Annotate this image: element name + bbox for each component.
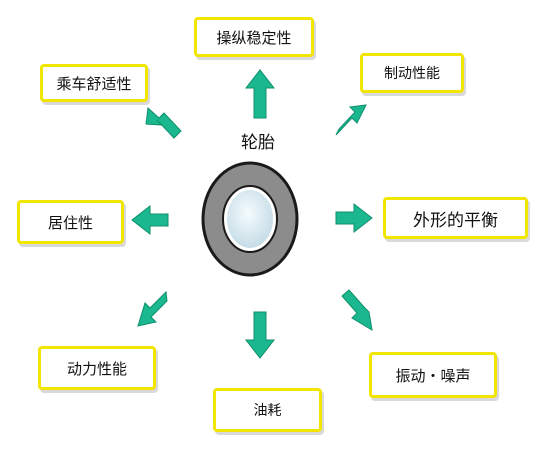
center-label: 轮胎 — [241, 133, 275, 153]
node-habitability: 居住性 — [17, 200, 124, 244]
node-label: 乘车舒适性 — [56, 74, 132, 93]
node-label: 制动性能 — [384, 66, 440, 82]
arrow-left-icon — [131, 204, 169, 236]
arrow-down-right-icon — [341, 289, 373, 331]
arrow-up-left-icon — [145, 106, 182, 139]
node-label: 油耗 — [253, 403, 282, 419]
node-appearance-balance: 外形的平衡 — [383, 197, 528, 239]
tire-icon — [201, 161, 299, 277]
node-label: 动力性能 — [66, 359, 127, 378]
node-label: 振动・噪声 — [395, 366, 471, 385]
node-fuel-consumption: 油耗 — [213, 388, 322, 432]
arrow-down-icon — [244, 311, 276, 359]
arrow-down-left-icon — [137, 290, 168, 327]
node-handling-stability: 操纵稳定性 — [194, 17, 314, 57]
node-power-performance: 动力性能 — [38, 346, 156, 390]
node-label: 操纵稳定性 — [216, 28, 292, 47]
node-label: 居住性 — [47, 213, 93, 232]
node-ride-comfort: 乘车舒适性 — [40, 64, 148, 102]
arrow-right-icon — [335, 202, 373, 234]
node-braking-performance: 制动性能 — [360, 53, 464, 93]
arrow-up-icon — [244, 69, 276, 119]
node-label: 外形的平衡 — [413, 210, 498, 231]
arrow-up-right-icon — [335, 104, 367, 136]
node-vibration-noise: 振动・噪声 — [369, 352, 497, 398]
